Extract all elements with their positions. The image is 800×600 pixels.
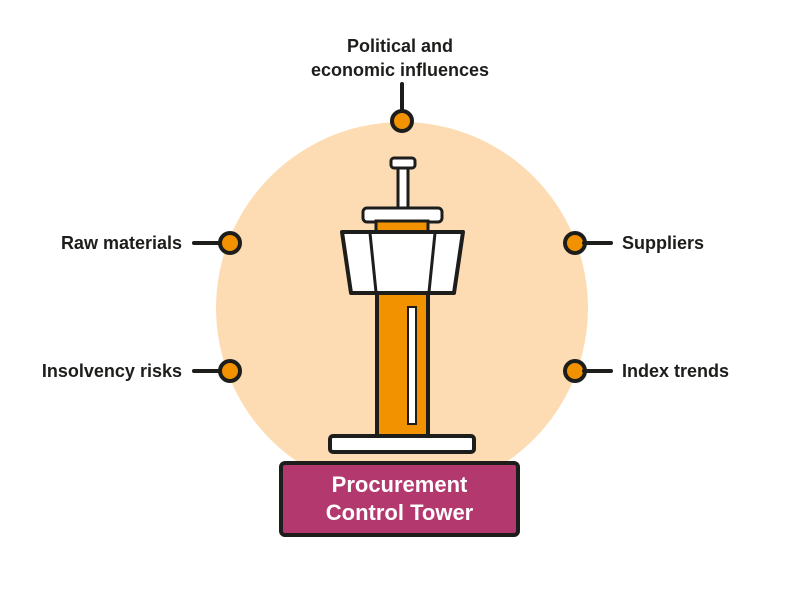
tower-cab-window-divider bbox=[368, 232, 378, 293]
tower-base bbox=[328, 434, 476, 454]
influence-label-political-economic: Political and economic influences bbox=[250, 34, 550, 83]
tower-shaft bbox=[375, 291, 430, 439]
influence-label-line: Political and bbox=[346, 36, 454, 56]
influence-label-line: economic influences bbox=[310, 60, 490, 81]
influence-label-raw-materials: Raw materials bbox=[60, 233, 182, 253]
influence-label-suppliers: Suppliers bbox=[622, 233, 705, 253]
connector-dot-insolvency-risks bbox=[218, 359, 242, 383]
tower-icon bbox=[328, 156, 476, 454]
connector-dot-top bbox=[390, 109, 414, 133]
tower-cab bbox=[340, 230, 465, 295]
tower-antenna-mast bbox=[396, 165, 410, 213]
tower-shaft-highlight bbox=[407, 306, 417, 425]
connector-dot-raw-materials bbox=[218, 231, 242, 255]
plaque-title-line: Control Tower bbox=[325, 500, 474, 525]
tower-cab-window-divider bbox=[427, 232, 437, 293]
influence-label-insolvency-risks: Insolvency risks bbox=[41, 361, 182, 381]
tower-antenna-cap bbox=[389, 156, 417, 170]
plaque-title-line: Procurement bbox=[331, 472, 468, 497]
procurement-control-tower-plaque: Procurement Control Tower bbox=[279, 461, 520, 537]
influence-label-index-trends: Index trends bbox=[622, 361, 730, 381]
